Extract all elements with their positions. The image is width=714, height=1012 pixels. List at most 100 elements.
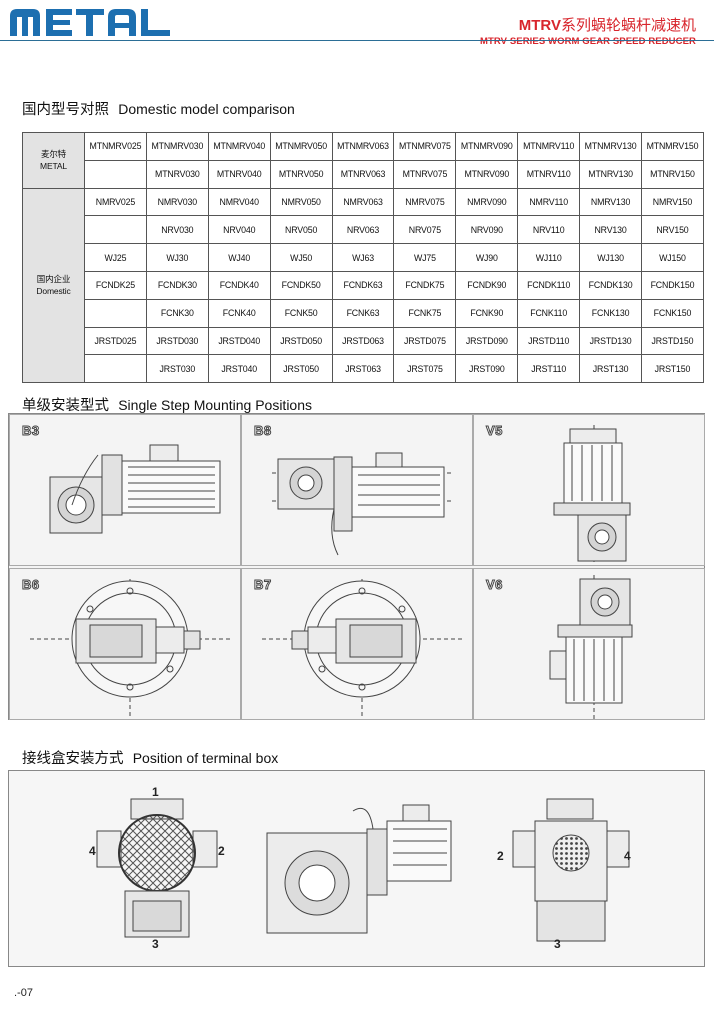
header-title-cn: 系列蜗轮蜗杆减速机 [560,16,696,34]
model-cell: MTNMRV150 [641,132,704,161]
model-cell: NMRV075 [393,187,457,217]
model-cell: NRV090 [455,215,519,245]
model-cell: JRST050 [269,354,333,384]
model-cell: FCNDK110 [517,270,581,300]
model-cell: FCNDK90 [455,270,519,300]
mounting-label: B7 [254,577,272,593]
model-cell: MTNRV050 [269,159,333,189]
header-rule [0,40,714,41]
gear-reducer-b7-drawing [262,579,462,717]
mounting-heading-en: Single Step Mounting Positions [118,397,313,413]
terminal-box-drawing [96,798,630,942]
model-cell: WJ130 [579,243,643,272]
model-cell: JRST090 [455,354,519,384]
model-cell: MTNMRV110 [517,132,581,161]
model-cell: NMRV050 [269,187,333,217]
model-cell [84,159,147,189]
header-subtitle: MTRV SERIES WORM GEAR SPEED REDUCER [479,36,696,47]
model-cell: MTNMRV050 [269,132,333,161]
terminal-position-1: 1 [152,785,159,799]
terminal-heading: 接线盒安装方式 Position of terminal box [22,747,278,768]
terminal-position-3-right: 3 [554,937,561,951]
model-cell: MTNRV030 [145,159,209,189]
model-cell: MTNMRV040 [207,132,271,161]
model-cell: MTNRV110 [517,159,581,189]
model-cell: FCNDK150 [641,270,704,300]
model-cell: MTNMRV090 [455,132,519,161]
model-cell: JRSTD050 [269,326,333,356]
model-cell: MTNMRV025 [84,132,147,161]
model-cell: NRV110 [517,215,581,245]
terminal-box-panel: 1 2 3 4 2 3 4 [8,770,705,967]
model-cell: JRSTD063 [331,326,395,356]
mounting-label: B8 [254,423,272,439]
model-cell: FCNK110 [517,298,581,328]
model-cell: MTNRV150 [641,159,704,189]
terminal-position-3: 3 [152,937,159,951]
model-cell: FCNK130 [579,298,643,328]
model-cell: JRST075 [393,354,457,384]
model-cell: FCNDK50 [269,270,333,300]
model-cell: WJ50 [269,243,333,272]
model-cell: MTNRV063 [331,159,395,189]
model-cell [84,354,147,384]
mounting-cell-b7: B7 [241,568,473,720]
mounting-cell-v6: V6 [473,568,705,720]
model-cell: JRST110 [517,354,581,384]
brand-label-cn: 麦尔特 [40,149,67,160]
model-cell: WJ150 [641,243,704,272]
model-cell: JRSTD090 [455,326,519,356]
comparison-heading-en: Domestic model comparison [118,101,295,117]
page-number: .-07 [14,987,33,999]
model-cell: FCNDK40 [207,270,271,300]
model-cell [84,298,147,328]
model-cell: JRST040 [207,354,271,384]
mounting-label: B6 [22,577,40,593]
model-cell: JRSTD030 [145,326,209,356]
model-cell: NRV050 [269,215,333,245]
header-title: MTRV系列蜗轮蜗杆减速机 [480,16,696,35]
mounting-heading: 单级安装型式 Single Step Mounting Positions [22,394,312,415]
header-title-block: MTRV系列蜗轮蜗杆减速机 MTRV SERIES WORM GEAR SPEE… [480,16,696,47]
brand-label-en: Domestic [36,286,71,297]
brand-label-en: METAL [40,161,67,172]
model-cell: NRV150 [641,215,704,245]
model-cell: MTNMRV130 [579,132,643,161]
gear-reducer-v5-drawing [553,425,631,565]
gear-reducer-v6-drawing [549,575,633,719]
model-cell: JRST063 [331,354,395,384]
model-cell: NMRV110 [517,187,581,217]
model-cell: MTNRV130 [579,159,643,189]
model-cell: JRSTD150 [641,326,704,356]
model-cell: JRSTD110 [517,326,581,356]
model-cell: FCNK90 [455,298,519,328]
model-cell: NMRV090 [455,187,519,217]
model-cell: FCNDK30 [145,270,209,300]
model-cell: FCNK50 [269,298,333,328]
model-cell: JRSTD040 [207,326,271,356]
mounting-cell-b8: B8 [241,414,473,566]
mounting-cell-b6: B6 [9,568,241,720]
model-cell: FCNK30 [145,298,209,328]
model-cell: FCNK75 [393,298,457,328]
brand-label-cn: 国内企业 [36,274,71,285]
header-title-en: MTRV [518,17,561,34]
model-cell: MTNMRV063 [331,132,395,161]
model-cell: WJ75 [393,243,457,272]
model-cell: NMRV030 [145,187,209,217]
model-cell: MTNRV040 [207,159,271,189]
gear-reducer-b6-drawing [30,579,230,717]
model-cell: NRV075 [393,215,457,245]
model-cell: MTNRV090 [455,159,519,189]
model-cell: WJ90 [455,243,519,272]
metal-logo [10,9,170,36]
